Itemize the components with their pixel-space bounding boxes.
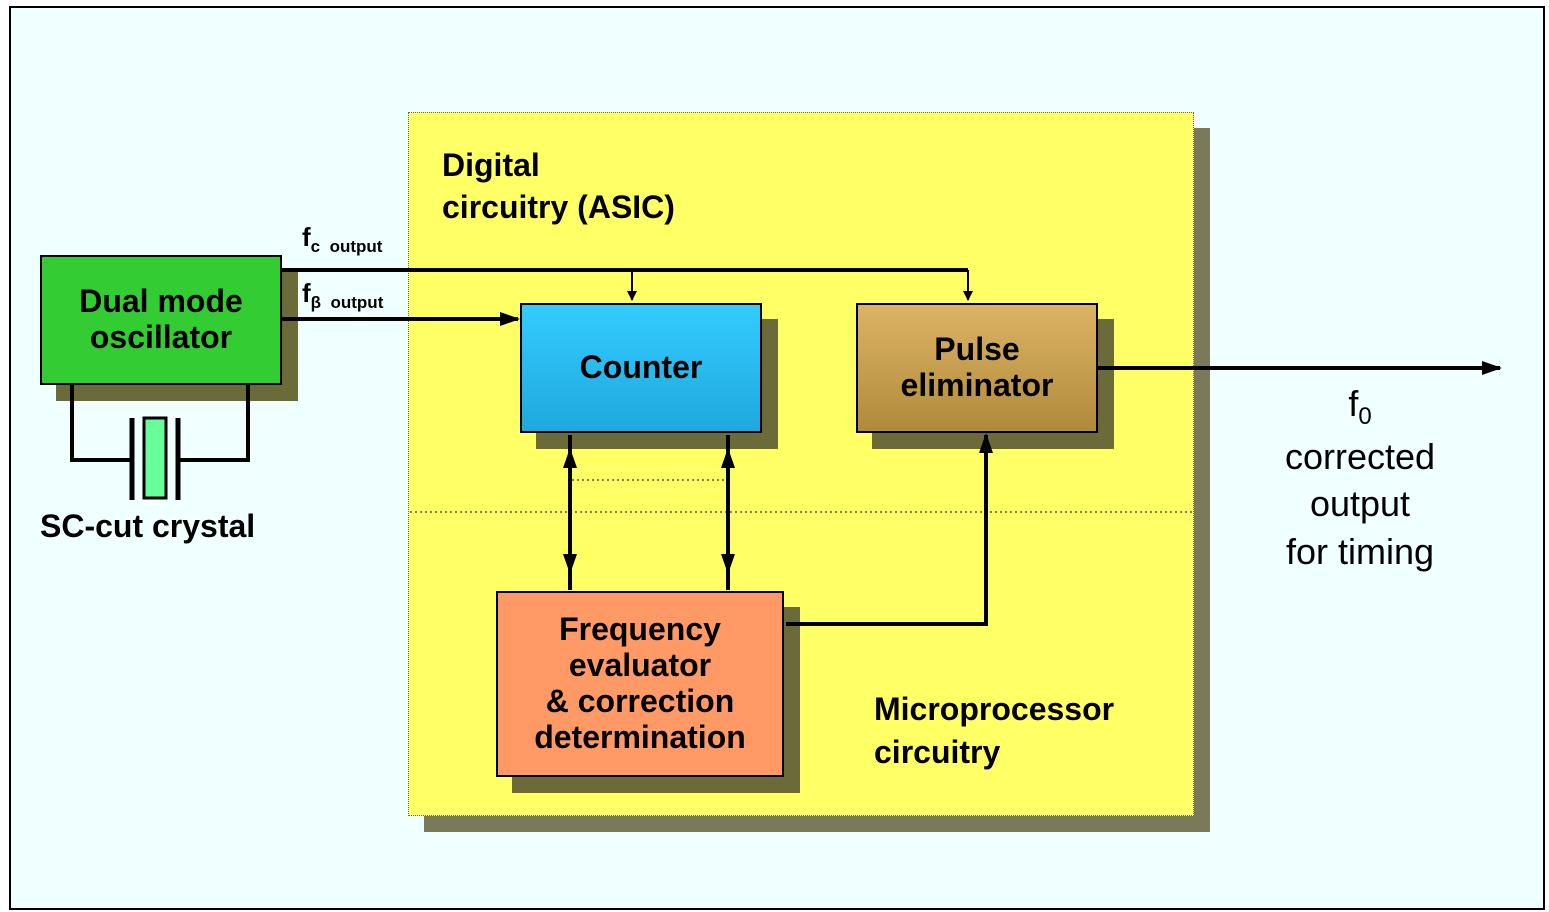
- crystal-wire-left: [70, 385, 130, 462]
- crystal-wire-right: [180, 385, 250, 462]
- dual-mode-oscillator: Dual mode oscillator: [40, 255, 282, 385]
- crystal-label: SC-cut crystal: [40, 508, 256, 544]
- corrected-output-text: corrected output for timing: [1284, 435, 1436, 572]
- fc-subscript: c output: [310, 237, 383, 257]
- freq-to-pulse-wire: [786, 452, 988, 626]
- corrected-output-label: f0 corrected output for timing: [1250, 380, 1470, 575]
- crystal-icon: [142, 416, 168, 500]
- counter-block: Counter: [520, 303, 762, 433]
- fc-output-label: fc output: [302, 222, 382, 257]
- asic-label: Digital circuitry (ASIC): [442, 147, 675, 225]
- fbeta-symbol: f: [302, 278, 311, 308]
- f0-symbol: f0: [1348, 383, 1372, 431]
- fc-symbol: f: [302, 222, 311, 252]
- microprocessor-label: Microprocessor circuitry: [874, 691, 1115, 771]
- frequency-evaluator: Frequency evaluator & correction determi…: [496, 591, 784, 777]
- fbeta-subscript: β output: [310, 293, 384, 313]
- fbeta-output-label: fβ output: [302, 278, 383, 313]
- pulse-eliminator: Pulse eliminator: [856, 303, 1098, 433]
